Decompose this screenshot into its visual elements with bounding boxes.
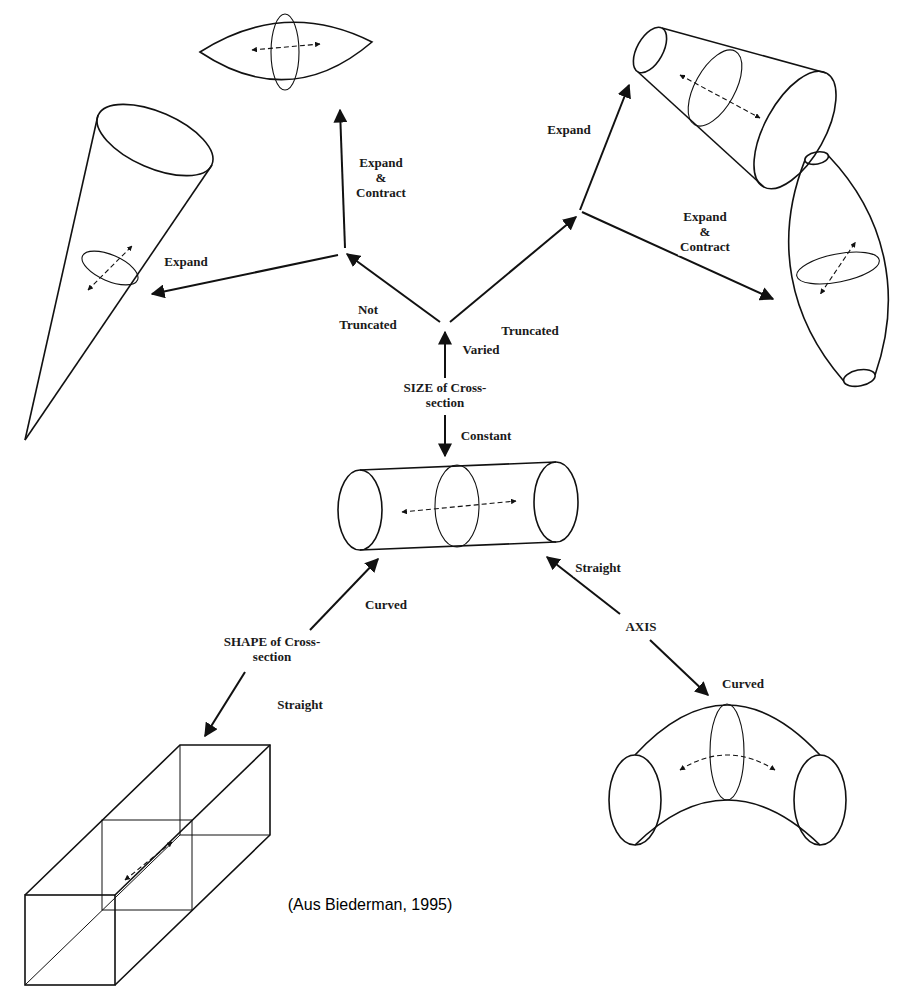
cone-geon-stroke bbox=[88, 246, 132, 290]
cone-geon bbox=[25, 90, 223, 440]
curved-axis-geon-stroke bbox=[794, 755, 846, 845]
branch-label: Constant bbox=[459, 428, 514, 445]
block-geon-stroke bbox=[25, 745, 270, 985]
branch-label: Curved bbox=[720, 676, 766, 693]
lemon-geon-stroke bbox=[252, 44, 320, 50]
cylinder-geon-stroke bbox=[402, 501, 516, 512]
branch-label: Straight bbox=[573, 560, 623, 577]
curved-axis-geon-stroke bbox=[635, 800, 820, 845]
curved-axis-geon bbox=[609, 704, 846, 845]
truncated-cone-geon-stroke bbox=[662, 28, 826, 73]
truncated-cone-geon-stroke bbox=[677, 42, 753, 135]
barrel-geon-stroke bbox=[794, 246, 882, 290]
cone-geon-stroke bbox=[87, 90, 223, 191]
block-geon-stroke bbox=[125, 842, 172, 880]
curved-axis-geon-stroke bbox=[710, 704, 744, 800]
truncated-cone-geon-stroke bbox=[638, 72, 764, 187]
cylinder-geon-stroke bbox=[338, 470, 382, 550]
lemon-geon bbox=[200, 14, 372, 90]
truncated-cone-geon-stroke bbox=[737, 59, 853, 202]
branch-arrow-stroke bbox=[444, 415, 446, 456]
lemon-geon-stroke bbox=[200, 22, 372, 79]
barrel-geon-stroke bbox=[804, 150, 830, 166]
branch-arrow-stroke bbox=[205, 672, 245, 736]
block-geon-stroke bbox=[102, 820, 192, 910]
cylinder-geon-stroke bbox=[360, 542, 556, 550]
branch-arrow-stroke bbox=[580, 85, 629, 210]
branch-label: Truncated bbox=[499, 323, 561, 340]
branch-label: Expand & Contract bbox=[354, 155, 408, 202]
cylinder-geon-stroke bbox=[360, 462, 556, 470]
branch-label: Curved bbox=[363, 597, 409, 614]
truncated-cone-geon bbox=[627, 22, 853, 202]
cone-geon-stroke bbox=[25, 165, 212, 440]
branch-label: Varied bbox=[460, 342, 501, 359]
dimension-heading: SIZE of Cross-section bbox=[387, 380, 503, 412]
cylinder-geon bbox=[338, 462, 578, 550]
block-geon-stroke bbox=[180, 745, 181, 835]
barrel-geon-stroke bbox=[828, 149, 905, 376]
branch-arrow-stroke bbox=[340, 110, 345, 248]
curved-axis-geon-stroke bbox=[635, 705, 820, 755]
truncated-cone-geon-stroke bbox=[680, 75, 760, 118]
branch-label: Expand bbox=[545, 122, 592, 139]
branch-label: Expand & Contract bbox=[678, 209, 732, 256]
cone-geon-stroke bbox=[25, 115, 98, 440]
branch-label: Straight bbox=[275, 697, 325, 714]
branch-arrow-stroke bbox=[310, 559, 378, 630]
source-caption: (Aus Biederman, 1995) bbox=[286, 896, 455, 914]
cone-geon-stroke bbox=[77, 244, 142, 292]
branch-arrow-stroke bbox=[450, 217, 576, 322]
barrel-geon-stroke bbox=[770, 160, 847, 387]
branch-arrow-stroke bbox=[444, 332, 446, 378]
branch-label: Expand bbox=[162, 254, 209, 271]
lemon-geon-stroke bbox=[271, 14, 299, 90]
barrel-geon bbox=[769, 143, 907, 395]
block-geon bbox=[25, 745, 270, 985]
cylinder-geon-stroke bbox=[534, 462, 578, 542]
dimension-heading: AXIS bbox=[623, 619, 658, 636]
block-geon-stroke bbox=[180, 835, 270, 836]
curved-axis-geon-stroke bbox=[609, 755, 661, 845]
branch-arrow-stroke bbox=[650, 640, 708, 695]
branch-arrow bbox=[152, 85, 773, 736]
cylinder-geon-stroke bbox=[435, 465, 479, 547]
branch-label: Not Truncated bbox=[337, 302, 399, 334]
barrel-geon-stroke bbox=[812, 242, 864, 294]
dimension-heading: SHAPE of Cross-section bbox=[214, 634, 330, 666]
truncated-cone-geon-stroke bbox=[627, 22, 674, 78]
barrel-geon-stroke bbox=[842, 367, 876, 389]
curved-axis-geon-stroke bbox=[680, 755, 775, 770]
